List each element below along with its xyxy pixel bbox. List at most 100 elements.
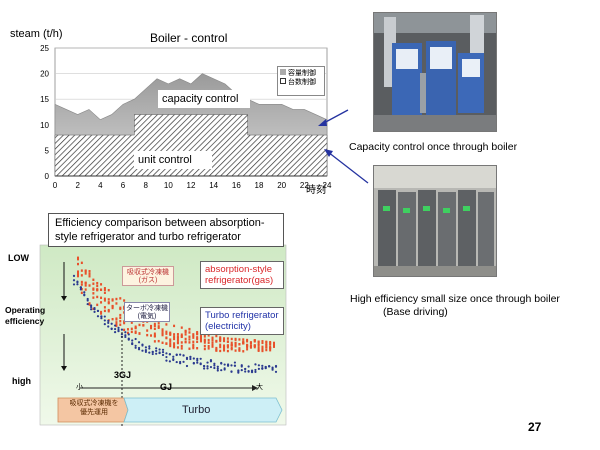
absorption-point	[100, 296, 103, 300]
absorption-point	[176, 338, 179, 342]
absorption-point	[261, 349, 264, 353]
capacity-control-label: capacity control	[158, 90, 250, 108]
absorption-point	[215, 346, 218, 350]
absorption-point	[180, 333, 183, 336]
absorption-point	[88, 275, 91, 278]
absorption-point	[130, 330, 133, 334]
turbo-point	[237, 369, 240, 372]
absorption-point	[111, 304, 114, 308]
turbo-point	[196, 359, 199, 362]
absorption-point	[153, 322, 156, 326]
unit-control-label: unit control	[134, 151, 212, 169]
absorption-point	[261, 340, 264, 343]
turbo-point	[113, 327, 117, 331]
absorption-point	[196, 331, 199, 334]
absorption-point	[234, 338, 237, 341]
turbo-point	[134, 346, 137, 349]
arrow-to-unit	[327, 151, 369, 184]
absorption-point	[115, 323, 118, 326]
turbo-point	[161, 348, 165, 351]
absorption-point	[115, 321, 118, 324]
absorption-point	[138, 332, 141, 335]
absorption-point	[161, 341, 164, 344]
absorption-point	[257, 340, 260, 343]
x-axis-arrow-head	[252, 385, 258, 391]
turbo-point	[72, 274, 76, 277]
absorption-point	[211, 336, 214, 340]
turbo-point	[185, 357, 189, 361]
turbo-point	[100, 317, 103, 320]
absorption-point	[238, 338, 241, 341]
turbo-point	[216, 369, 219, 372]
turbo-point	[182, 360, 185, 363]
turbo-point	[120, 328, 124, 331]
absorption-point	[207, 338, 210, 342]
capacity-boiler-caption: Capacity control once through boiler	[349, 141, 518, 153]
turbo-point	[107, 319, 110, 323]
absorption-line-2: refrigerator(gas)	[205, 275, 274, 286]
absorption-point	[188, 328, 191, 331]
absorption-point	[88, 302, 91, 306]
boiler-x-tick-label: 4	[98, 181, 103, 190]
turbo-point	[237, 371, 240, 374]
turbo-point	[86, 299, 89, 302]
turbo-point	[93, 308, 96, 311]
absorption-point	[188, 331, 191, 334]
absorption-point	[253, 345, 256, 349]
absorption-point	[169, 344, 172, 348]
turbo-point	[226, 363, 230, 366]
absorption-point	[226, 340, 229, 343]
absorption-point	[223, 337, 226, 340]
absorption-point	[123, 299, 126, 302]
absorption-point	[153, 332, 156, 335]
turbo-point	[158, 351, 161, 354]
turbo-point	[72, 279, 76, 282]
absorption-point	[261, 341, 264, 345]
absorption-point	[269, 349, 272, 352]
absorption-point	[184, 337, 187, 341]
absorption-point	[219, 338, 222, 341]
turbo-point	[134, 344, 137, 347]
absorption-point	[230, 341, 233, 345]
absorption-point	[142, 324, 145, 327]
absorption-point	[173, 345, 176, 349]
absorption-point	[111, 298, 114, 301]
absorption-point	[207, 341, 210, 344]
absorption-point	[211, 345, 214, 348]
high-efficiency-boiler-photo	[373, 165, 497, 277]
absorption-point	[165, 330, 168, 334]
efficiency-title-line-2: style refrigerator and turbo refrigerato…	[55, 231, 241, 243]
unit-control-area	[54, 114, 328, 177]
absorption-point	[249, 341, 252, 344]
absorption-refrigerator-label: absorption-style refrigerator(gas)	[200, 261, 284, 289]
turbo-point	[127, 338, 130, 341]
turbo-point	[216, 367, 219, 370]
absorption-point	[192, 336, 195, 339]
turbo-point	[274, 365, 278, 368]
absorption-line-1: absorption-style	[205, 264, 273, 275]
absorption-point	[80, 291, 83, 295]
absorption-point	[199, 336, 202, 339]
absorption-point	[219, 336, 222, 339]
absorption-point	[219, 345, 222, 349]
turbo-point	[199, 363, 202, 366]
absorption-point	[184, 330, 187, 334]
absorption-point	[203, 338, 206, 342]
turbo-point	[83, 294, 86, 297]
turbo-point	[223, 363, 226, 366]
x-gj-label: GJ	[160, 382, 173, 392]
absorption-point	[130, 327, 133, 331]
y-high-label: high	[12, 376, 31, 386]
turbo-point	[131, 342, 134, 345]
absorption-point	[146, 329, 149, 332]
absorption-point	[246, 348, 249, 351]
absorption-point	[257, 348, 260, 352]
absorption-point	[265, 343, 268, 347]
turbo-point	[206, 365, 209, 368]
absorption-point	[226, 346, 229, 349]
absorption-point	[92, 296, 95, 299]
turbo-point	[209, 365, 213, 369]
absorption-point	[238, 347, 241, 350]
turbo-point	[199, 357, 202, 360]
boiler-legend: 容量制御 台数制御	[277, 66, 325, 96]
